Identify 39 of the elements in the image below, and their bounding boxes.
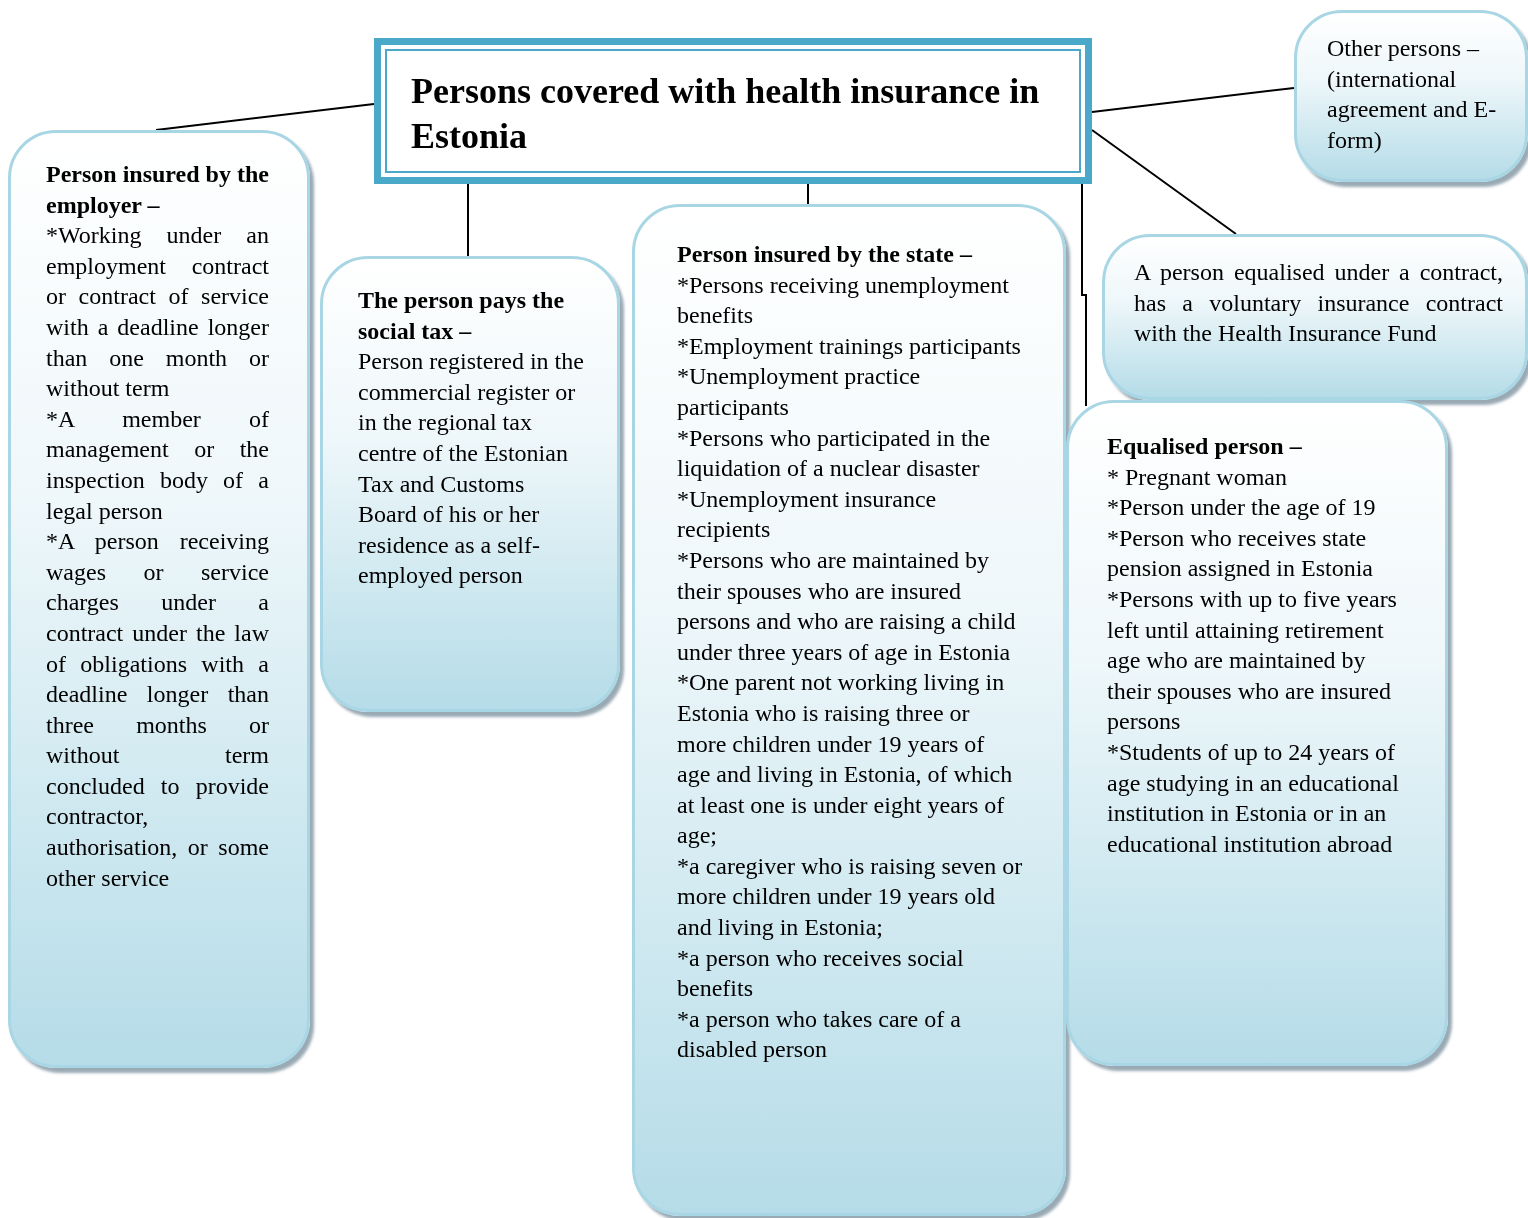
card-heading: The person pays the social tax – <box>358 286 566 346</box>
card-text: *Person who receives state pension assigned in Estonia <box>1107 523 1374 584</box>
connector-line <box>807 183 809 205</box>
category-card <box>320 256 620 712</box>
connector-line <box>1091 87 1295 113</box>
card-text: Other persons – (international agreement and E-form) <box>1327 34 1498 155</box>
card-text: *Persons who are maintained by their spouses who are insured persons and who are raising a child under three years of age in Estonia <box>677 545 1017 667</box>
card-text: *Unemployment practice participants <box>677 362 922 422</box>
card-text: *Persons receiving unemployment benefits <box>677 270 1010 331</box>
connector-line <box>1081 183 1087 407</box>
card-text: *a person who takes care of a disabled person <box>677 1004 962 1065</box>
card-text: *One parent not working living in Estonia who is raising three or more children under 19 years of age and living in Estonia, of which at least one is under eight years of age; <box>677 668 1014 851</box>
card-text: *Employment trainings participants <box>677 331 1022 361</box>
card-text: *Unemployment insurance recipients <box>677 484 938 545</box>
card-text: *Working under an employment contract or contract of service with a deadline longer than one month or without term <box>46 221 269 404</box>
connector-line <box>1091 129 1237 235</box>
category-card <box>1066 400 1448 1066</box>
category-card <box>1102 234 1528 400</box>
card-text: * Pregnant woman <box>1107 462 1288 492</box>
card-text: *Persons who participated in the liquidation of a nuclear disaster <box>677 423 992 484</box>
card-text: *A person receiving wages or service charges under a contract under the law of obligations with a deadline longer than three months or without term concluded to provide contractor, authorisation, or some other service <box>46 527 269 893</box>
card-heading: Equalised person – <box>1107 432 1303 461</box>
card-text: *A member of management or the inspection body of a legal person <box>46 404 269 526</box>
connector-line <box>467 183 469 257</box>
category-card <box>632 204 1066 1216</box>
title-box <box>374 38 1092 184</box>
category-card <box>8 130 310 1068</box>
card-heading: Person insured by the employer – <box>46 160 269 220</box>
title: Persons covered with health insurance in Estonia <box>385 49 1081 173</box>
card-text: *a caregiver who is raising seven or more children under 19 years old and living in Estonia; <box>677 851 1023 943</box>
card-heading: Person insured by the state – <box>677 240 974 269</box>
card-text: Person registered in the commercial register or in the regional tax centre of the Estonian Tax and Customs Board of his or her residence as a self-employed person <box>358 347 585 591</box>
card-text: *Person under the age of 19 <box>1107 493 1377 523</box>
card-text: *Persons with up to five years left until attaining retirement age who are maintained by their spouses who are insured persons <box>1107 584 1398 737</box>
card-text: *a person who receives social benefits <box>677 943 965 1004</box>
category-card <box>1294 10 1528 182</box>
card-text: A person equalised under a contract, has a voluntary insurance contract with the Health Insurance Fund <box>1134 258 1503 349</box>
connector-line <box>155 103 375 131</box>
card-text: *Students of up to 24 years of age studying in an educational institution in Estonia or in an educational institution abroad <box>1107 737 1400 859</box>
